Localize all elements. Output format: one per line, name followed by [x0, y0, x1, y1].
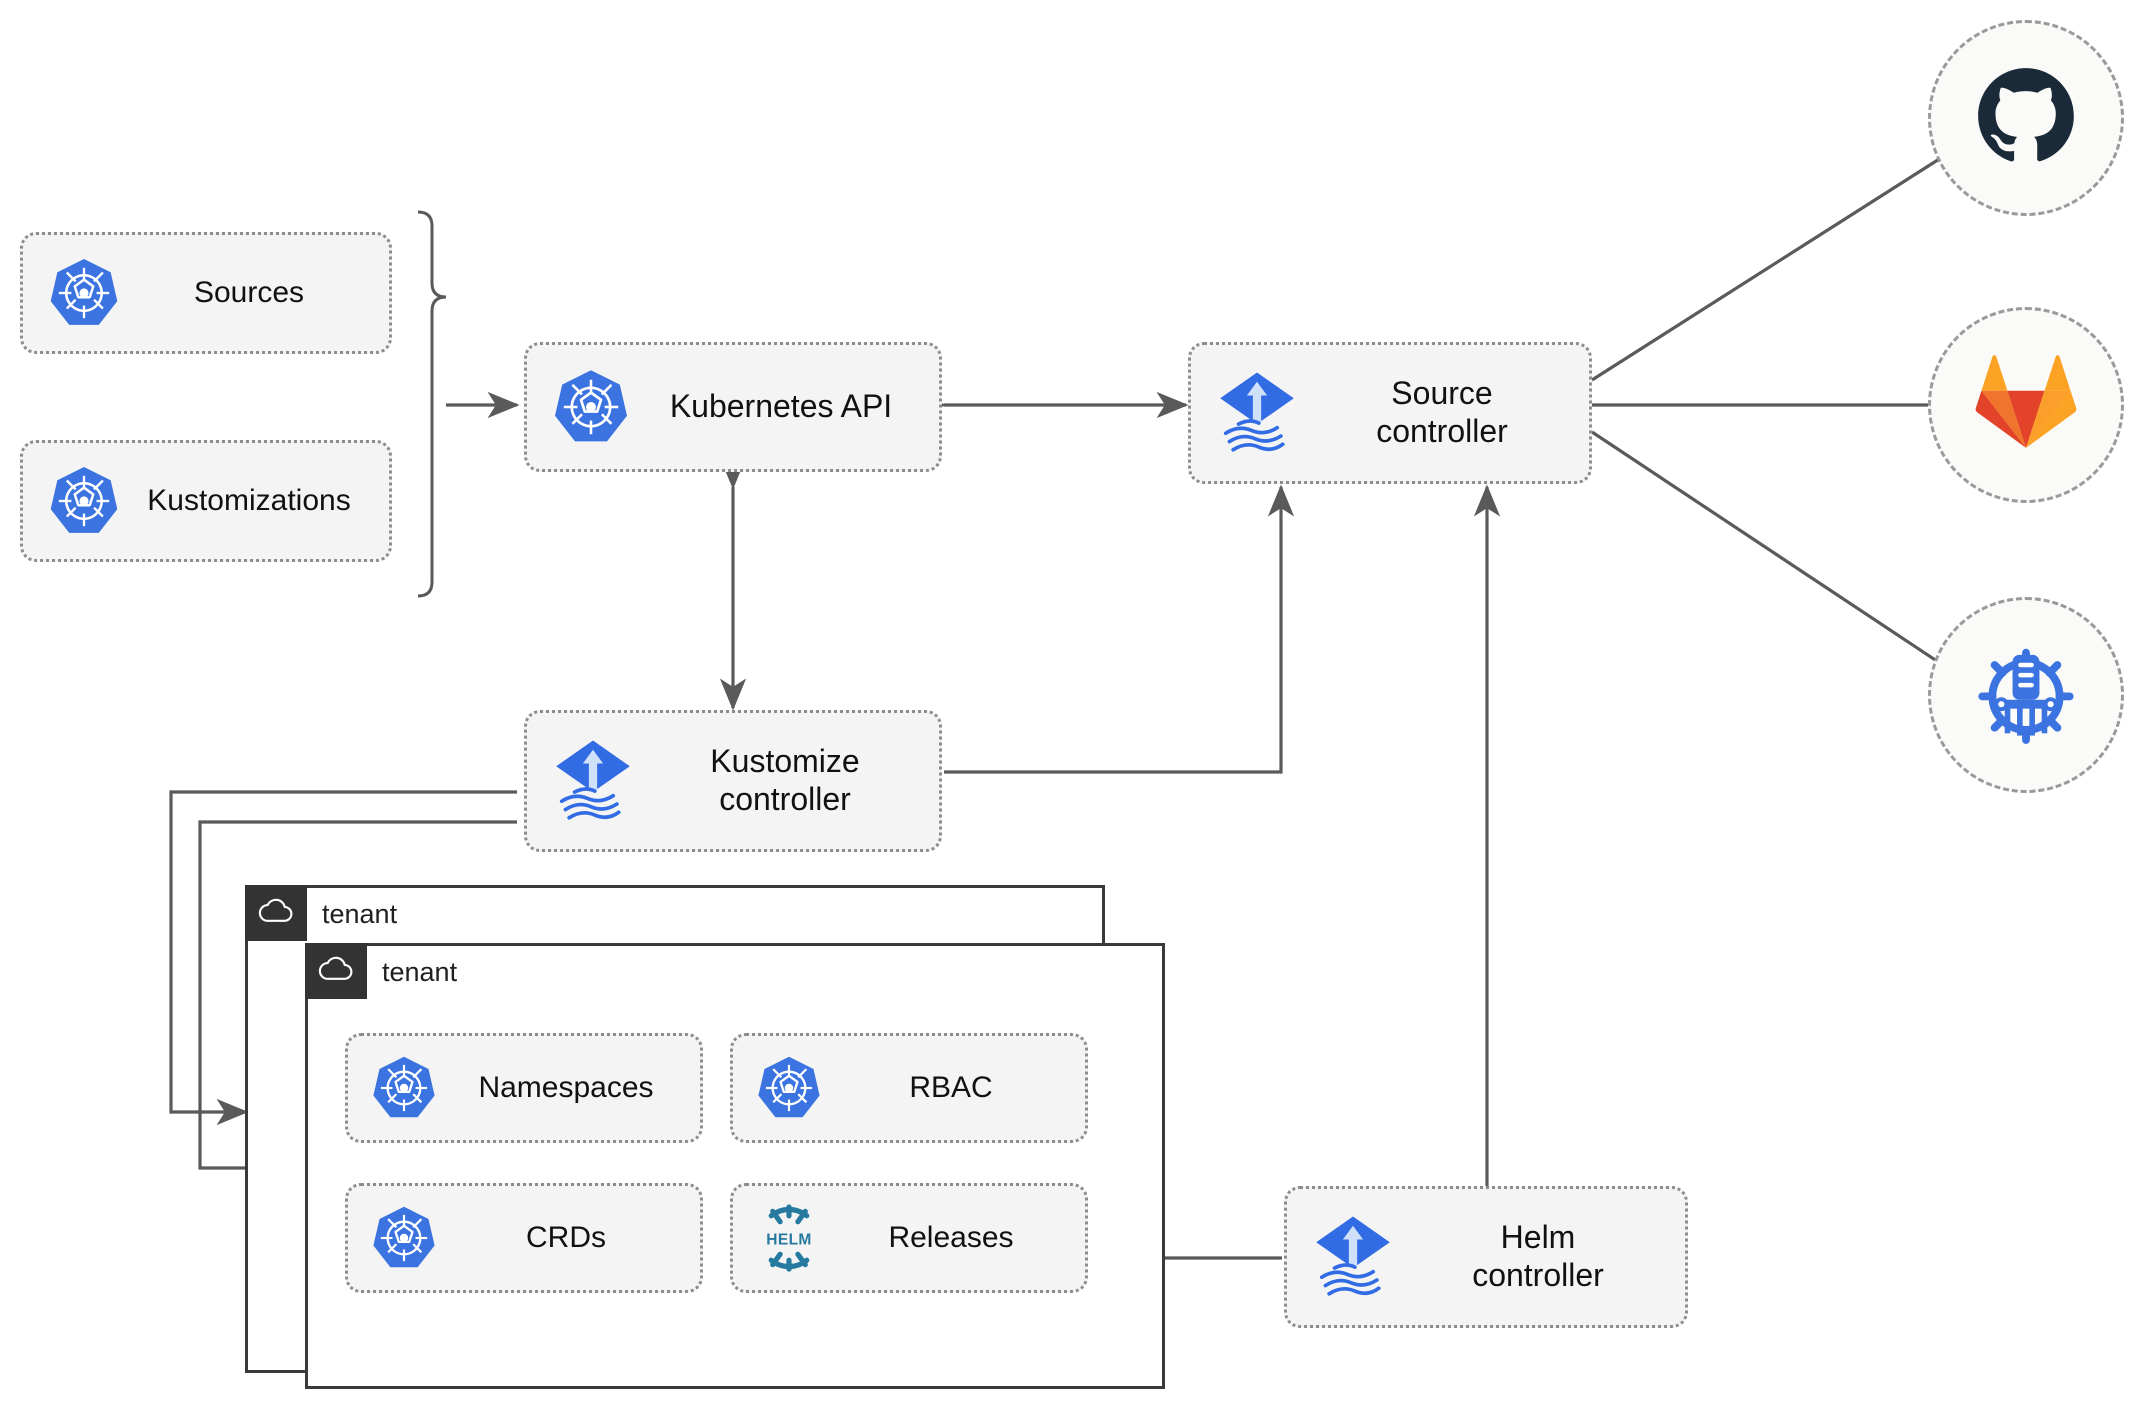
node-label: Namespaces [478, 1071, 654, 1105]
node-source-controller[interactable]: Source controller [1188, 342, 1592, 484]
node-label-line1: Kustomize [710, 743, 860, 780]
flux-icon [541, 735, 645, 827]
flux-icon [1301, 1211, 1405, 1303]
provider-bucket[interactable] [1928, 597, 2124, 793]
kubernetes-icon [747, 1054, 831, 1122]
provider-github[interactable] [1928, 20, 2124, 216]
node-kustomizations[interactable]: Kustomizations [20, 440, 392, 562]
node-crds[interactable]: CRDs [345, 1183, 703, 1293]
node-label: Kustomizations [147, 484, 351, 518]
kubernetes-icon [362, 1204, 446, 1272]
tenant-tab-back [245, 885, 307, 941]
gitlab-icon [1975, 354, 2077, 457]
kubernetes-icon [41, 464, 127, 538]
kubernetes-icon [41, 256, 127, 330]
node-label-line1: Source [1391, 375, 1493, 412]
tenant-tab-front [305, 943, 367, 999]
node-label-line2: controller [719, 781, 851, 817]
tenant-label-front: tenant [382, 957, 458, 987]
node-sources[interactable]: Sources [20, 232, 392, 354]
node-label: Kubernetes API [669, 388, 893, 425]
node-label: Kustomize controller [645, 743, 925, 819]
tenant-label-back: tenant [322, 899, 398, 929]
node-label-line1: Helm [1500, 1219, 1576, 1256]
kubernetes-icon [362, 1054, 446, 1122]
node-rbac[interactable]: RBAC [730, 1033, 1088, 1143]
node-namespaces[interactable]: Namespaces [345, 1033, 703, 1143]
cloud-icon [258, 898, 294, 929]
node-label: Sources [193, 276, 305, 310]
tenant-container-front[interactable] [305, 943, 1165, 1389]
node-kustomize-controller[interactable]: Kustomize controller [524, 710, 942, 852]
svg-text:HELM: HELM [766, 1232, 811, 1249]
cloud-icon [318, 956, 354, 987]
node-label: Helm controller [1405, 1219, 1671, 1295]
node-label: Source controller [1309, 375, 1575, 451]
node-helm-controller[interactable]: Helm controller [1284, 1186, 1688, 1328]
provider-gitlab[interactable] [1928, 307, 2124, 503]
node-label: RBAC [909, 1071, 993, 1105]
kubernetes-icon [543, 367, 639, 447]
node-label-line2: controller [1472, 1257, 1604, 1293]
flux-icon [1205, 367, 1309, 459]
node-releases[interactable]: HELM Releases [730, 1183, 1088, 1293]
node-label: CRDs [526, 1221, 606, 1255]
node-kubernetes-api[interactable]: Kubernetes API [524, 342, 942, 472]
helm-icon: HELM [747, 1201, 831, 1275]
node-label: Releases [888, 1221, 1014, 1255]
node-label-line2: controller [1376, 413, 1508, 449]
github-icon [1974, 64, 2078, 173]
bucket-icon [1970, 637, 2082, 754]
